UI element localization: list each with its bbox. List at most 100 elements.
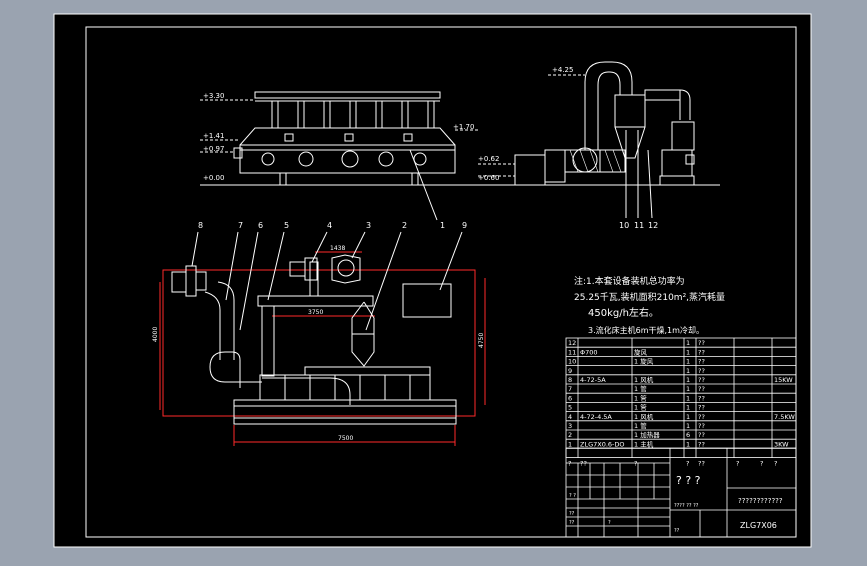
callout-3: 3 <box>366 221 371 230</box>
bom-cell-note: ?? <box>698 440 705 448</box>
bom-cell-model: ZLG7X0.6-DO <box>580 440 625 448</box>
bom-cell-qty: 1 <box>686 413 690 421</box>
bom-cell-no: 1 <box>568 440 572 448</box>
elevation-062: +0.62 <box>478 155 499 163</box>
bom-cell-name: 1 加热器 <box>634 430 660 439</box>
bom-header-cell: ? <box>760 460 763 468</box>
bom-header-cell: ? <box>568 460 571 468</box>
note-line-3: 450kg/h左右。 <box>588 306 659 319</box>
bom-header-cell: ? <box>736 460 739 468</box>
title-company: ???????????? <box>738 497 783 505</box>
title-drawing-number: ZLG7X06 <box>740 521 777 530</box>
bom-cell-note: ?? <box>698 348 705 356</box>
callout-1: 1 <box>440 221 445 230</box>
bom-cell-qty: 1 <box>686 348 690 356</box>
bom-cell-no: 6 <box>568 394 572 402</box>
bom-cell-power: 3KW <box>774 440 789 448</box>
bom-cell-power: 7.5KW <box>774 413 795 421</box>
bom-cell-note: ?? <box>698 385 705 393</box>
bom-cell-no: 10 <box>568 358 576 366</box>
title-center: ? ? ? <box>676 474 701 487</box>
bom-cell-name: 1 风机 <box>634 412 654 421</box>
title-cell-4: ? <box>608 520 611 526</box>
callout-5: 5 <box>284 221 289 230</box>
bom-header-cell: ?? <box>698 460 705 468</box>
bom-cell-qty: 1 <box>686 422 690 430</box>
bom-cell-no: 11 <box>568 348 576 356</box>
callout-4: 4 <box>327 221 332 230</box>
bom-cell-qty: 1 <box>686 376 690 384</box>
bom-cell-note: ?? <box>698 394 705 402</box>
bom-cell-qty: 1 <box>686 394 690 402</box>
bom-cell-qty: 6 <box>686 431 690 439</box>
title-block-text: ? ? ? ???????????? ZLG7X06 ???? ?? ?? ? … <box>569 474 783 534</box>
bom-cell-no: 12 <box>568 339 576 347</box>
bom-cell-model: 4-72-4.5A <box>580 413 612 421</box>
title-block-grid-rows <box>566 474 670 527</box>
dim-7500: 7500 <box>338 435 353 442</box>
bom-cell-note: ?? <box>698 376 705 384</box>
note-line-4: 3.流化床主机6m干燥,1m冷却。 <box>588 325 704 335</box>
elevation-097: +0.97 <box>203 145 224 153</box>
note-line-2: 25.25千瓦,装机面积210m²,蒸汽耗量 <box>574 291 725 303</box>
title-block-grid-cols <box>577 463 701 537</box>
callout-9: 9 <box>462 221 467 230</box>
callout-8: 8 <box>198 221 203 230</box>
bom-cell-qty: 1 <box>686 358 690 366</box>
bom-cell-model: 4-72-5A <box>580 376 606 384</box>
bom-cell-no: 3 <box>568 422 572 430</box>
bom-header-cell: ? <box>634 460 637 468</box>
design-notes: 注:1.本套设备装机总功率为 25.25千瓦,装机面积210m²,蒸汽耗量 45… <box>574 275 725 335</box>
bom-cell-note: ?? <box>698 404 705 412</box>
callout-12: 12 <box>648 221 658 230</box>
bom-cell-name: 1 管 <box>634 384 647 393</box>
plan-view <box>159 231 486 446</box>
bom-cell-no: 9 <box>568 367 572 375</box>
bom-header-cell: ?? <box>580 460 587 468</box>
bom-cell-qty: 1 <box>686 404 690 412</box>
bom-cell-no: 5 <box>568 404 572 412</box>
bom-cell-name: 1 管 <box>634 421 647 430</box>
bom-cell-name: 1 管 <box>634 403 647 412</box>
dim-1438: 1438 <box>330 245 345 252</box>
main-unit-elevation <box>200 91 720 221</box>
bom-cell-no: 7 <box>568 385 572 393</box>
bom-header-cell: ? <box>774 460 777 468</box>
bom-cell-name: 1 主机 <box>634 439 654 448</box>
elevation-170: +1.70 <box>453 123 474 131</box>
callout-6: 6 <box>258 221 263 230</box>
bom-cell-no: 4 <box>568 413 572 421</box>
sheet-outer-frame <box>53 13 812 548</box>
callout-labels: 1 2 3 4 5 6 7 8 9 10 11 12 <box>198 221 658 230</box>
bom-cell-no: 2 <box>568 431 572 439</box>
sheet-inner-frame <box>85 26 797 538</box>
bom-cell-name: 1 旋风 <box>634 357 654 366</box>
title-small-row: ???? ?? ?? <box>674 503 699 509</box>
bom-cell-name: 旋风 <box>634 347 648 356</box>
bom-cell-note: ?? <box>698 431 705 439</box>
title-block <box>565 447 797 538</box>
bom-cell-qty: 1 <box>686 339 690 347</box>
bom-cell-note: ?? <box>698 358 705 366</box>
title-cell-1: ? ? <box>569 493 576 499</box>
cyclone-elevation <box>478 61 695 219</box>
callout-10: 10 <box>619 221 629 230</box>
dim-4000: 4000 <box>152 327 159 342</box>
bom-cell-name: 1 管 <box>634 393 647 402</box>
dim-3750: 3750 <box>308 309 323 316</box>
bom-cell-qty: 1 <box>686 385 690 393</box>
note-line-1: 注:1.本套设备装机总功率为 <box>574 275 685 287</box>
bom-cell-qty: 1 <box>686 367 690 375</box>
bom-cell-qty: 1 <box>686 440 690 448</box>
bom-cell-note: ?? <box>698 422 705 430</box>
bom-cell-note: ?? <box>698 413 705 421</box>
elevation-330: +3.30 <box>203 92 224 100</box>
title-cell-2: ?? <box>569 511 575 517</box>
callout-2: 2 <box>402 221 407 230</box>
elevation-425: +4.25 <box>552 66 573 74</box>
bom-header-cell: ? <box>686 460 689 468</box>
title-cell-3: ?? <box>569 520 575 526</box>
